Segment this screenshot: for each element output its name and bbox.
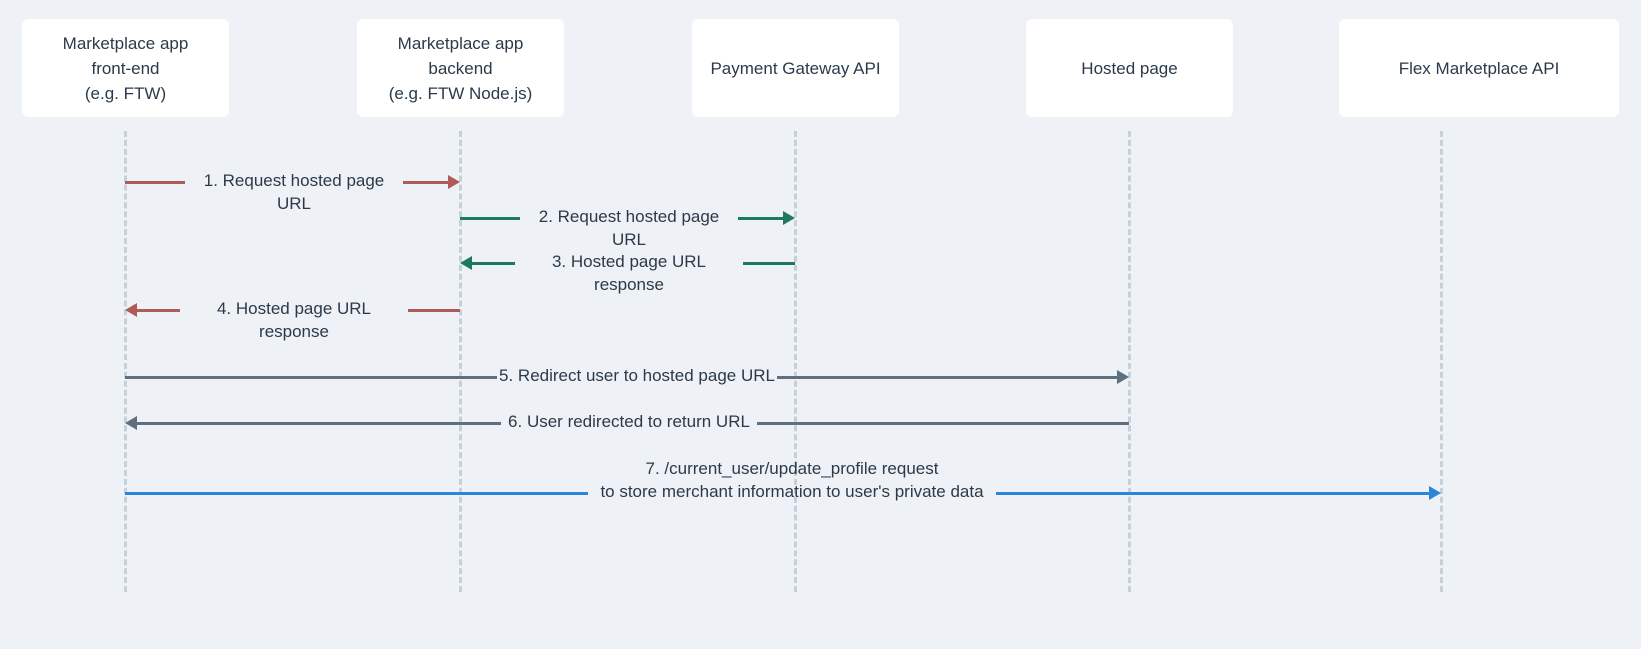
participant-label: Flex Marketplace API — [1398, 58, 1560, 78]
message-line-left — [137, 422, 501, 425]
lifeline-flex — [1440, 131, 1443, 592]
arrowhead-right — [448, 175, 460, 189]
message-line-right — [757, 422, 1129, 425]
message-label: 1. Request hosted page URL — [203, 171, 385, 213]
arrowhead-right — [783, 211, 795, 225]
participant-hosted[interactable]: Hosted page — [1026, 19, 1233, 117]
message-label: 3. Hosted page URL response — [551, 252, 707, 294]
message-label: 7. /current_user/update_profile request … — [600, 459, 984, 501]
arrowhead-left — [125, 416, 137, 430]
message-line-right — [996, 492, 1429, 495]
participant-frontend[interactable]: Marketplace app front-end (e.g. FTW) — [22, 19, 229, 117]
participant-label: Marketplace app front-end (e.g. FTW) — [62, 33, 189, 103]
message-line-right — [738, 217, 783, 220]
participant-gateway[interactable]: Payment Gateway API — [692, 19, 899, 117]
message-line-left — [460, 217, 520, 220]
message-line-left — [137, 309, 180, 312]
lifeline-gateway — [794, 131, 797, 592]
message-line-left — [125, 376, 497, 379]
participant-label: Hosted page — [1081, 58, 1178, 78]
message-line-left — [125, 181, 185, 184]
message-label: 5. Redirect user to hosted page URL — [499, 366, 775, 385]
message-label: 4. Hosted page URL response — [216, 299, 372, 341]
message-label: 6. User redirected to return URL — [508, 412, 750, 431]
message-line-right — [743, 262, 795, 265]
participant-flex[interactable]: Flex Marketplace API — [1339, 19, 1619, 117]
message-line-left — [125, 492, 588, 495]
arrowhead-left — [460, 256, 472, 270]
participant-label: Payment Gateway API — [710, 58, 881, 78]
message-label: 2. Request hosted page URL — [538, 207, 720, 249]
arrowhead-right — [1429, 486, 1441, 500]
participant-backend[interactable]: Marketplace app backend (e.g. FTW Node.j… — [357, 19, 564, 117]
lifeline-hosted — [1128, 131, 1131, 592]
message-line-right — [408, 309, 460, 312]
lifeline-frontend — [124, 131, 127, 592]
arrowhead-left — [125, 303, 137, 317]
message-line-left — [472, 262, 515, 265]
lifeline-backend — [459, 131, 462, 592]
arrowhead-right — [1117, 370, 1129, 384]
message-line-right — [777, 376, 1117, 379]
participant-label: Marketplace app backend (e.g. FTW Node.j… — [388, 33, 533, 103]
message-line-right — [403, 181, 448, 184]
